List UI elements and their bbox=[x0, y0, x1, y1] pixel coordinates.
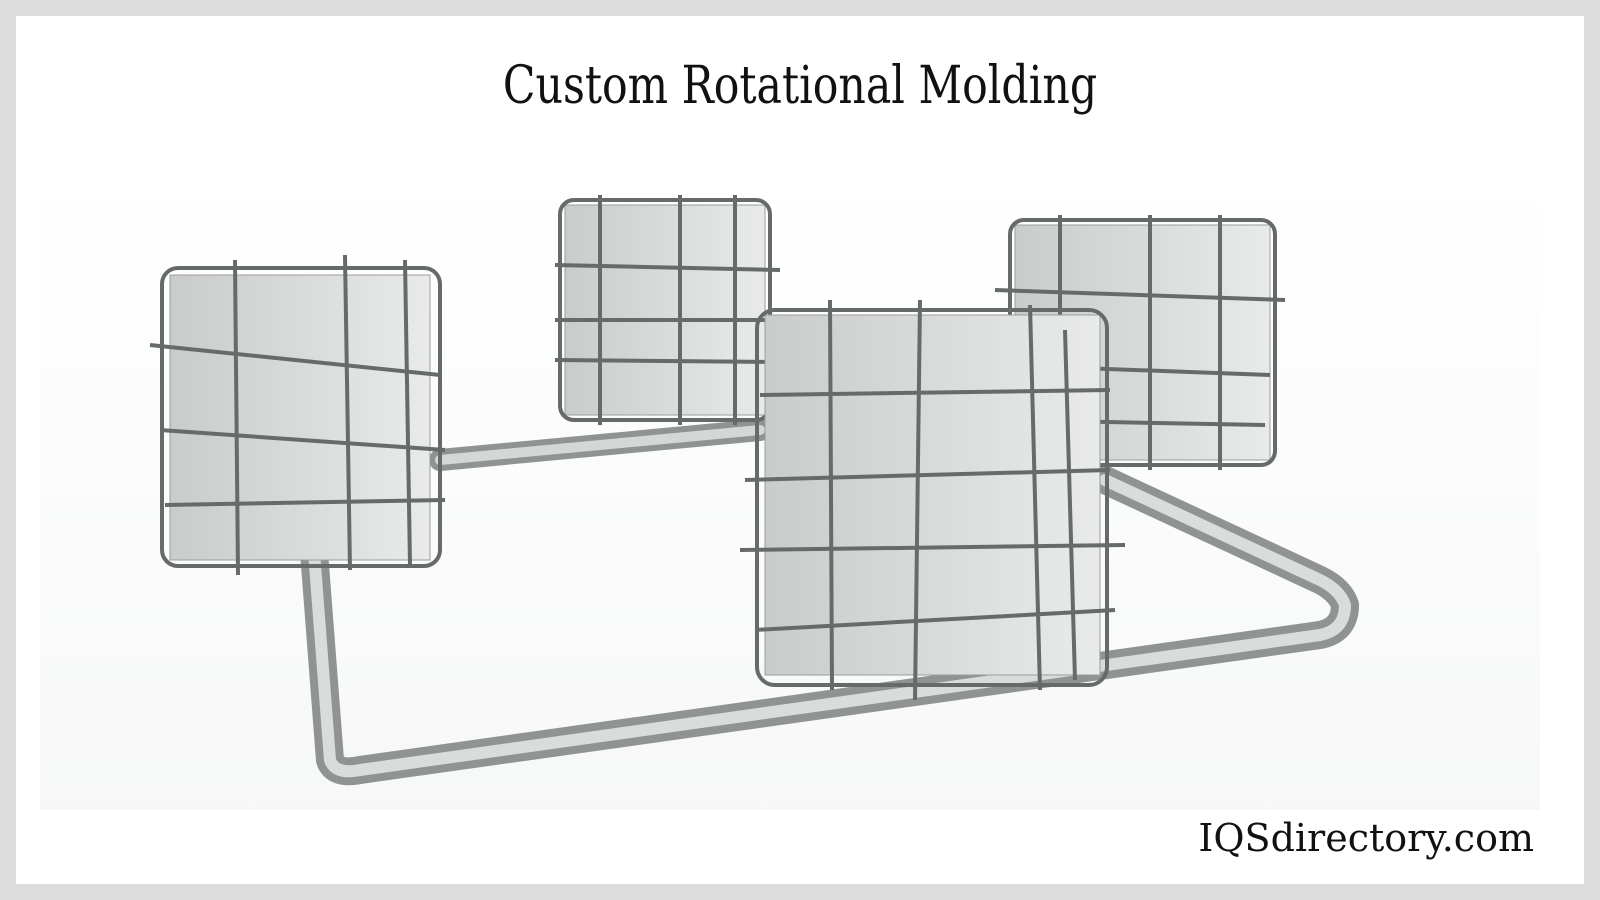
rotational-molding-illustration bbox=[40, 170, 1540, 810]
page-title: Custom Rotational Molding bbox=[502, 56, 1098, 116]
box-front bbox=[739, 299, 1126, 701]
brand-watermark: IQSdirectory.com bbox=[1198, 816, 1534, 860]
box-left bbox=[149, 254, 446, 576]
illustration-canvas: Custom Rotational Molding IQSdirectory.c… bbox=[16, 16, 1584, 884]
pipe-frame bbox=[296, 419, 1359, 786]
box-back-middle bbox=[554, 195, 781, 425]
